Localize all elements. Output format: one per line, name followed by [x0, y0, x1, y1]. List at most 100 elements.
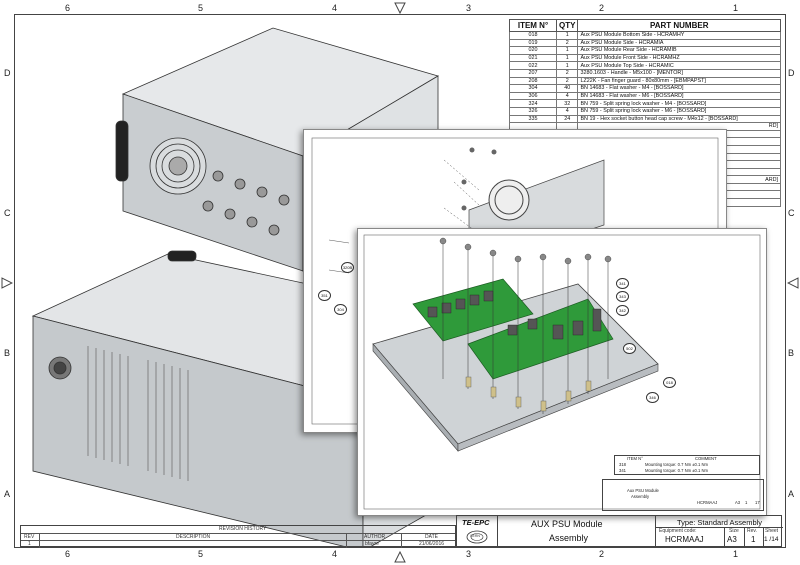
size-label: Size [729, 528, 739, 534]
revision-row-author: bfavre [365, 541, 379, 547]
part-item-number: 324 [509, 99, 557, 108]
part-number: BN 19 - Hex socket button head cap screw… [577, 114, 781, 124]
callout-front-5: 346 [646, 392, 659, 403]
part-item-number: 208 [509, 76, 557, 86]
callout-mid-1: 351 [318, 290, 331, 301]
part-qty: 1 [555, 53, 579, 63]
part-qty: 1 [555, 31, 579, 40]
centering-mark-left [1, 277, 13, 289]
drawing-title-line2: Assembly [549, 533, 589, 543]
zone-label-right-a: A [788, 489, 795, 499]
part-item-number: 306 [509, 91, 557, 101]
revision-row-date: 21/06/2016 [419, 541, 445, 547]
zone-label-bottom-6: 6 [65, 549, 71, 559]
sheet-value: 1 /14 [764, 536, 779, 543]
part-number: BN 14683 - Flat washer - M4 - [BOSSARD] [577, 84, 781, 93]
cern-logo-icon [466, 530, 488, 544]
callout-front-1: 343 [616, 291, 629, 302]
revision-history-title: REVISION HISTORY [219, 526, 267, 532]
part-number: Aux PSU Module Bottom Side - HCRAMHY [577, 31, 781, 40]
title-block: TE-EPC CERN AUX PSU Module Assembly Type… [456, 515, 783, 548]
centering-mark-bottom [394, 551, 406, 563]
callout-mid-0: 320B [341, 262, 354, 273]
zone-label-top-6: 6 [65, 3, 71, 13]
part-number: Aux PSU Module Front Side - HCRAMHZ [577, 53, 781, 63]
zone-label-top-5: 5 [198, 3, 204, 13]
zone-label-bottom-4: 4 [332, 549, 338, 559]
zone-label-left-d: D [4, 68, 11, 78]
part-item-number: 020 [509, 46, 557, 55]
revision-header-description: DESCRIPTION [176, 534, 211, 540]
comment-row-0-item: 318 [619, 462, 626, 467]
overlay-title-line2: Assembly [631, 494, 650, 499]
part-item-number: 207 [509, 68, 557, 78]
part-qty: 32 [555, 99, 579, 108]
parts-list-header-item: ITEM N° [509, 19, 557, 32]
comment-table: ITEM N° COMMENT 318 Mounting torque: 0.7… [614, 455, 760, 475]
overlay-title-line1: Aux PSU Module [627, 488, 659, 493]
revision-history-table: REVISION HISTORY REV DESCRIPTION AUTHOR … [20, 525, 456, 548]
part-item-number: 304 [509, 84, 557, 93]
callout-mid-2: 304 [334, 304, 347, 315]
part-number: BN 759 - Split spring lock washer - M6 -… [577, 106, 781, 116]
callout-front-0: 341 [616, 278, 629, 289]
part-qty: 1 [555, 46, 579, 55]
centering-mark-top [394, 2, 406, 14]
revision-header-author: AUTHOR [364, 534, 386, 540]
callout-front-4: 018 [663, 377, 676, 388]
pcb-exploded-drawing [363, 234, 761, 510]
zone-label-right-d: D [788, 68, 795, 78]
part-qty: 2 [555, 38, 579, 48]
rev-label: Rev. [747, 528, 757, 534]
comment-row-0-comment: Mounting torque: 0.7 Nm ±0.1 Nm [645, 462, 709, 467]
zone-label-left-a: A [4, 489, 11, 499]
part-number: Aux PSU Module Rear Side - HCRAMIB [577, 46, 781, 55]
part-qty: 4 [555, 106, 579, 116]
drawing-frame [14, 14, 786, 548]
equipment-code: HCRMAAJ [665, 535, 704, 544]
sheet-label: Sheet [765, 528, 779, 534]
logo-sub-text: CERN [470, 534, 480, 538]
callout-front-3: 502 [623, 343, 636, 354]
zone-label-left-c: C [4, 208, 11, 218]
zone-label-top-3: 3 [466, 3, 472, 13]
part-item-number: 021 [509, 53, 557, 63]
overlay-equipment-code: HCRMAAJ [697, 500, 718, 505]
revision-row-rev: 1 [28, 541, 31, 547]
part-number: BN 14683 - Flat washer - M6 - [BOSSARD] [577, 91, 781, 101]
zone-label-right-b: B [788, 348, 795, 358]
exploded-view-sheet-front: 341 343 342 502 018 346 ITEM N° COMMENT … [357, 228, 767, 516]
size-value: A3 [727, 535, 737, 544]
part-qty: 24 [555, 114, 579, 124]
part-qty: 4 [555, 91, 579, 101]
part-item-number: 335 [509, 114, 557, 124]
callout-front-2: 342 [616, 305, 629, 316]
part-qty: 1 [555, 61, 579, 70]
logo-text: TE-EPC [462, 518, 490, 527]
part-item-number: 022 [509, 61, 557, 70]
revision-header-rev: REV [24, 534, 35, 540]
zone-label-right-c: C [788, 208, 795, 218]
zone-label-bottom-1: 1 [733, 549, 739, 559]
zone-label-left-b: B [4, 348, 11, 358]
part-qty: 2 [555, 76, 579, 86]
zone-label-top-4: 4 [332, 3, 338, 13]
part-number: BN 759 - Split spring lock washer - M4 -… [577, 99, 781, 108]
part-number: Aux PSU Module Top Side - HCRAMIC [577, 61, 781, 70]
comment-header-comment: COMMENT [695, 456, 717, 461]
part-number: Aux PSU Module Side - HCRAMIA [577, 38, 781, 48]
comment-row-1-item: 341 [619, 468, 626, 473]
zone-label-bottom-3: 3 [466, 549, 472, 559]
